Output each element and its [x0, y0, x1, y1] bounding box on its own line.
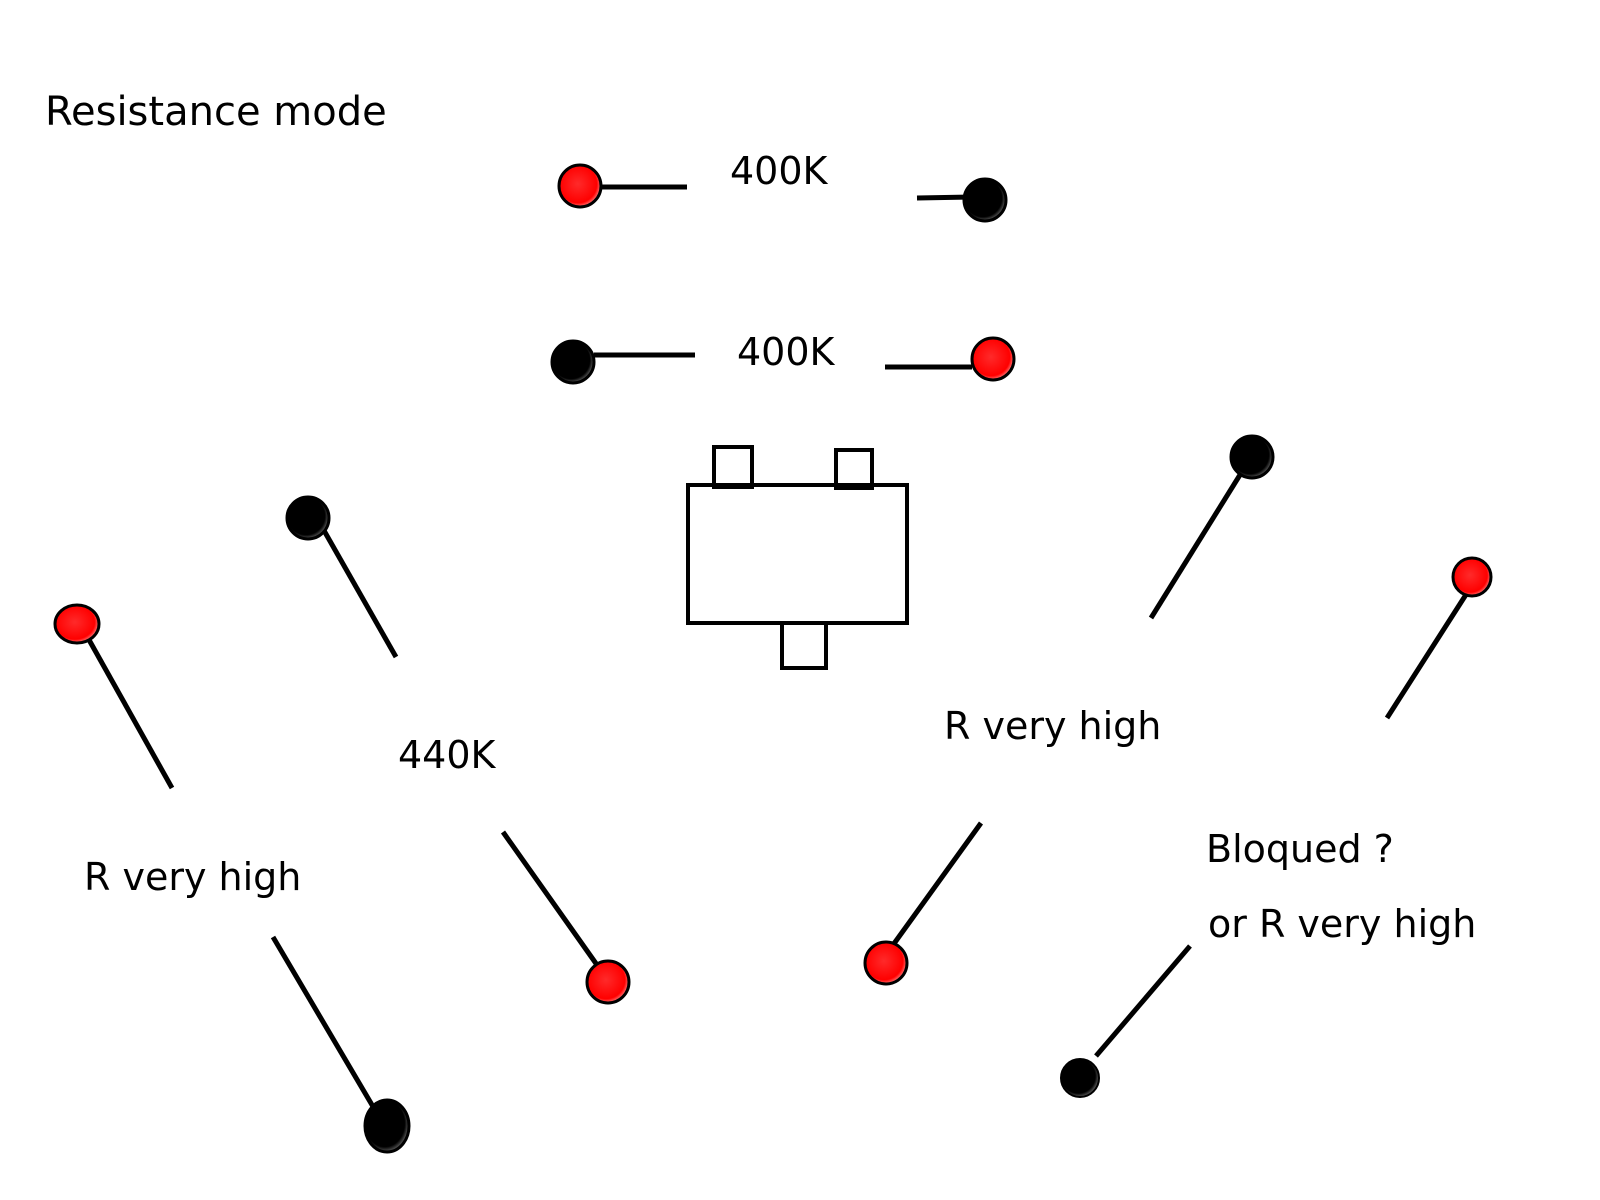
measurement-3 — [285, 495, 631, 1005]
pin-bottom — [780, 621, 828, 670]
pin-top-left — [712, 445, 754, 489]
black-probe-icon — [962, 177, 1008, 223]
probe-lead — [270, 935, 378, 1112]
red-probe-icon — [53, 603, 101, 645]
measurement-4 — [53, 603, 411, 1154]
red-probe-icon — [557, 163, 603, 209]
probe-lead — [1148, 468, 1246, 620]
probe-lead — [1384, 591, 1470, 720]
component-body — [686, 483, 909, 625]
probe-lead — [315, 518, 399, 659]
reading-label: 400K — [737, 330, 835, 374]
black-probe-icon — [1229, 434, 1275, 480]
black-probe-icon — [550, 339, 596, 385]
red-probe-icon — [970, 336, 1016, 382]
reading-label: Bloqued ? — [1206, 827, 1394, 871]
red-probe-icon — [863, 940, 909, 986]
red-probe-icon — [585, 959, 631, 1005]
reading-label: R very high — [84, 855, 302, 899]
red-probe-icon — [1451, 556, 1493, 598]
diagram-title: Resistance mode — [45, 89, 387, 135]
reading-label: 440K — [398, 733, 496, 777]
reading-label: 400K — [730, 149, 828, 193]
measurement-6 — [1060, 556, 1493, 1098]
black-probe-icon — [285, 495, 331, 541]
probe-lead — [890, 821, 984, 947]
black-probe-icon — [1060, 1058, 1100, 1098]
black-probe-icon — [363, 1098, 411, 1154]
component-package — [686, 445, 909, 670]
probe-lead — [1094, 944, 1192, 1058]
measurement-1 — [557, 163, 1008, 223]
measurement-5 — [863, 434, 1275, 986]
pin-top-right — [834, 448, 874, 490]
probe-lead — [85, 636, 175, 790]
reading-label: or R very high — [1208, 902, 1477, 946]
probe-lead — [500, 830, 605, 974]
measurement-2 — [550, 336, 1016, 385]
reading-label: R very high — [944, 704, 1162, 748]
